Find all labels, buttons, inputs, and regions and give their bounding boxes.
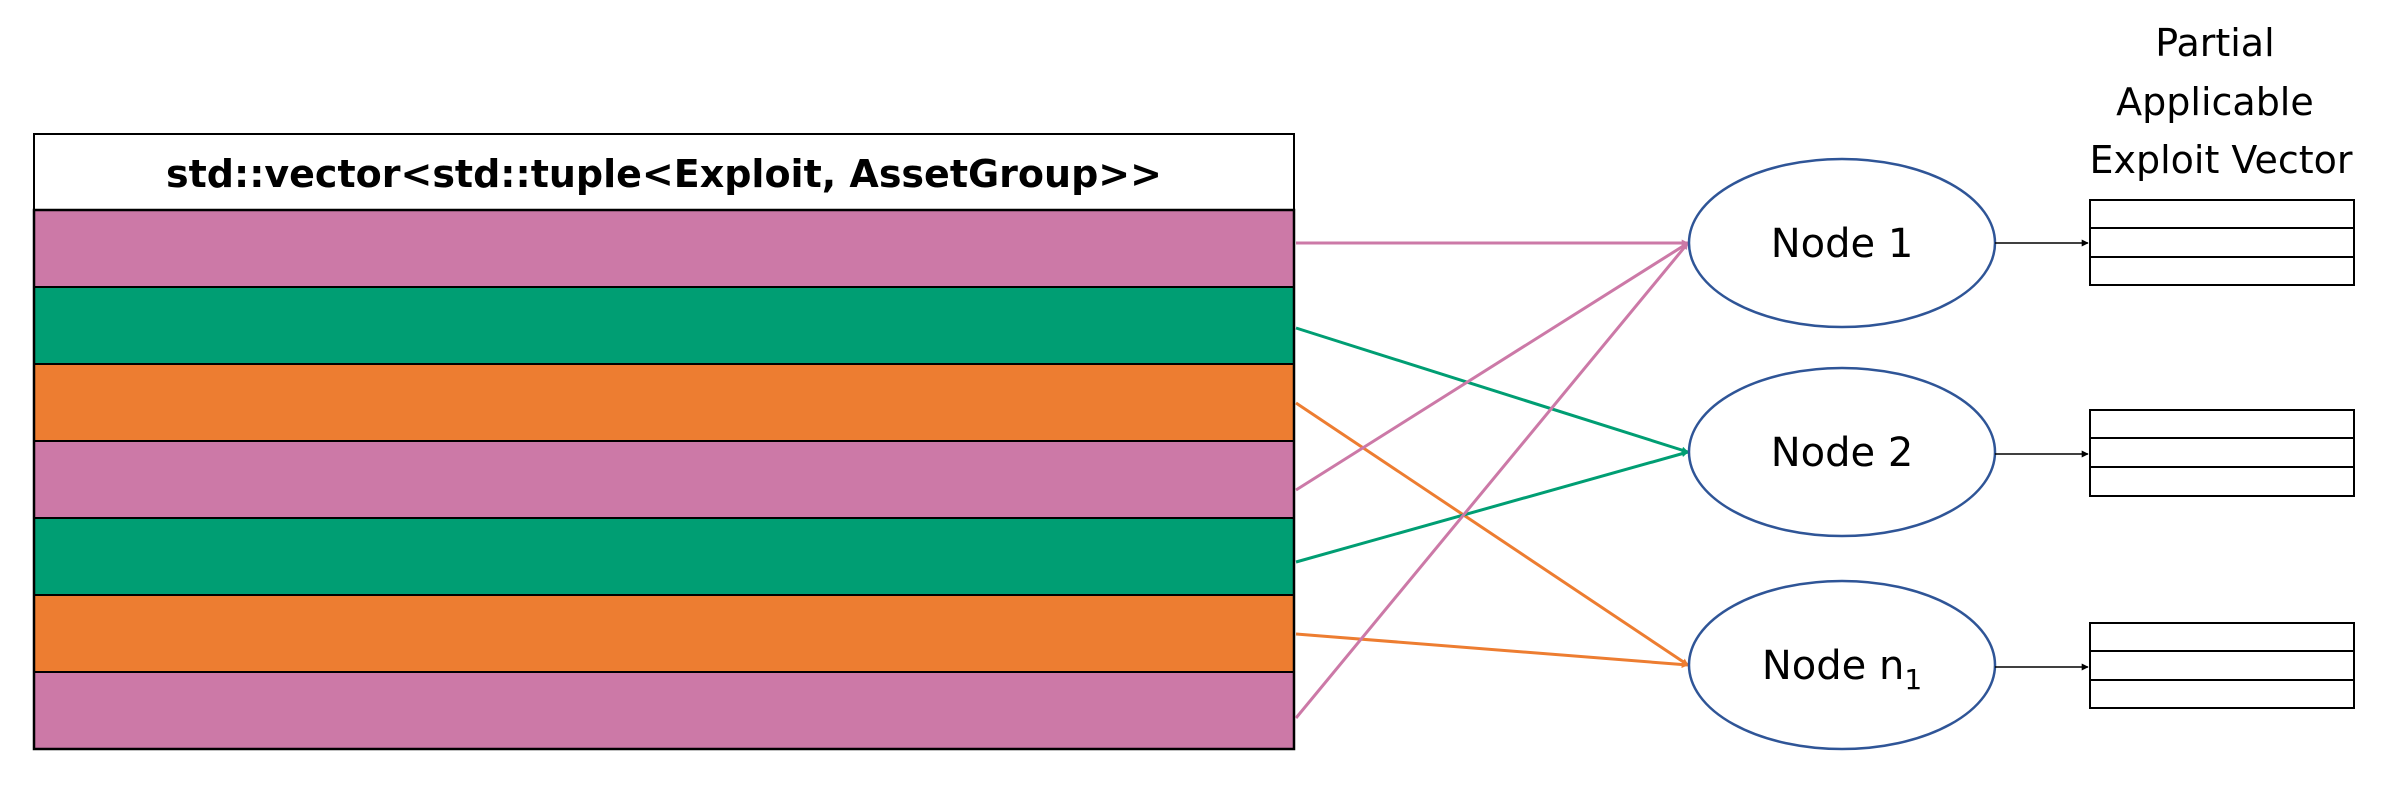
partial-vector-label-line-1: Partial [2155,21,2274,65]
arrow-row-2-to-node-2 [1295,326,1689,454]
node-n1-ellipse [1687,579,1997,751]
partial-vector-label-line-2: Applicable [2116,80,2314,124]
vector-row-green [33,517,1295,596]
node-2-ellipse [1687,366,1997,538]
vector-row-green [33,286,1295,365]
vector-header [33,133,1295,211]
vector-row-orange [33,363,1295,442]
node-1: Node 1 [1687,157,1997,329]
node-2: Node 2 [1687,366,1997,538]
vector-row-pink [33,440,1295,519]
vector-row-pink [33,671,1295,750]
node-n1-label-subscript: 1 [1904,663,1922,696]
vector-title: std::vector<std::tuple<Exploit, AssetGro… [166,152,1162,196]
partial-vector-label: Partial Applicable Exploit Vector [2089,21,2352,182]
node-n1-label-base: Node n [1762,643,1904,689]
arrow-row-3-to-node-3 [1295,401,1689,667]
arrow-row-7-to-node-1 [1294,242,1690,719]
node-n1-label: Node n1 [1762,643,1922,696]
partial-vector-n1 [1995,622,2355,709]
vector-row-orange [33,594,1295,673]
partial-vector-n1-box [2089,622,2355,709]
vector-body-outline [32,208,1296,751]
vector-table: std::vector<std::tuple<Exploit, AssetGro… [32,133,1296,751]
partial-vector-2 [1995,409,2355,497]
node-n1: Node n1 [1687,579,1997,751]
partial-vector-label-line-3: Exploit Vector [2089,138,2352,182]
node-1-label: Node 1 [1771,221,1914,267]
partial-vector-2-box [2089,409,2355,497]
vector-rows [32,208,1296,751]
dispatch-arrows [1294,239,1690,719]
node-2-label: Node 2 [1771,430,1914,476]
arrow-row-5-to-node-2 [1295,450,1689,564]
vector-row-pink [33,209,1295,288]
arrow-row-6-to-node-3 [1295,632,1689,668]
partial-vector-1 [1995,199,2355,286]
partial-vector-1-box [2089,199,2355,286]
arrow-row-4-to-node-1 [1295,241,1689,492]
